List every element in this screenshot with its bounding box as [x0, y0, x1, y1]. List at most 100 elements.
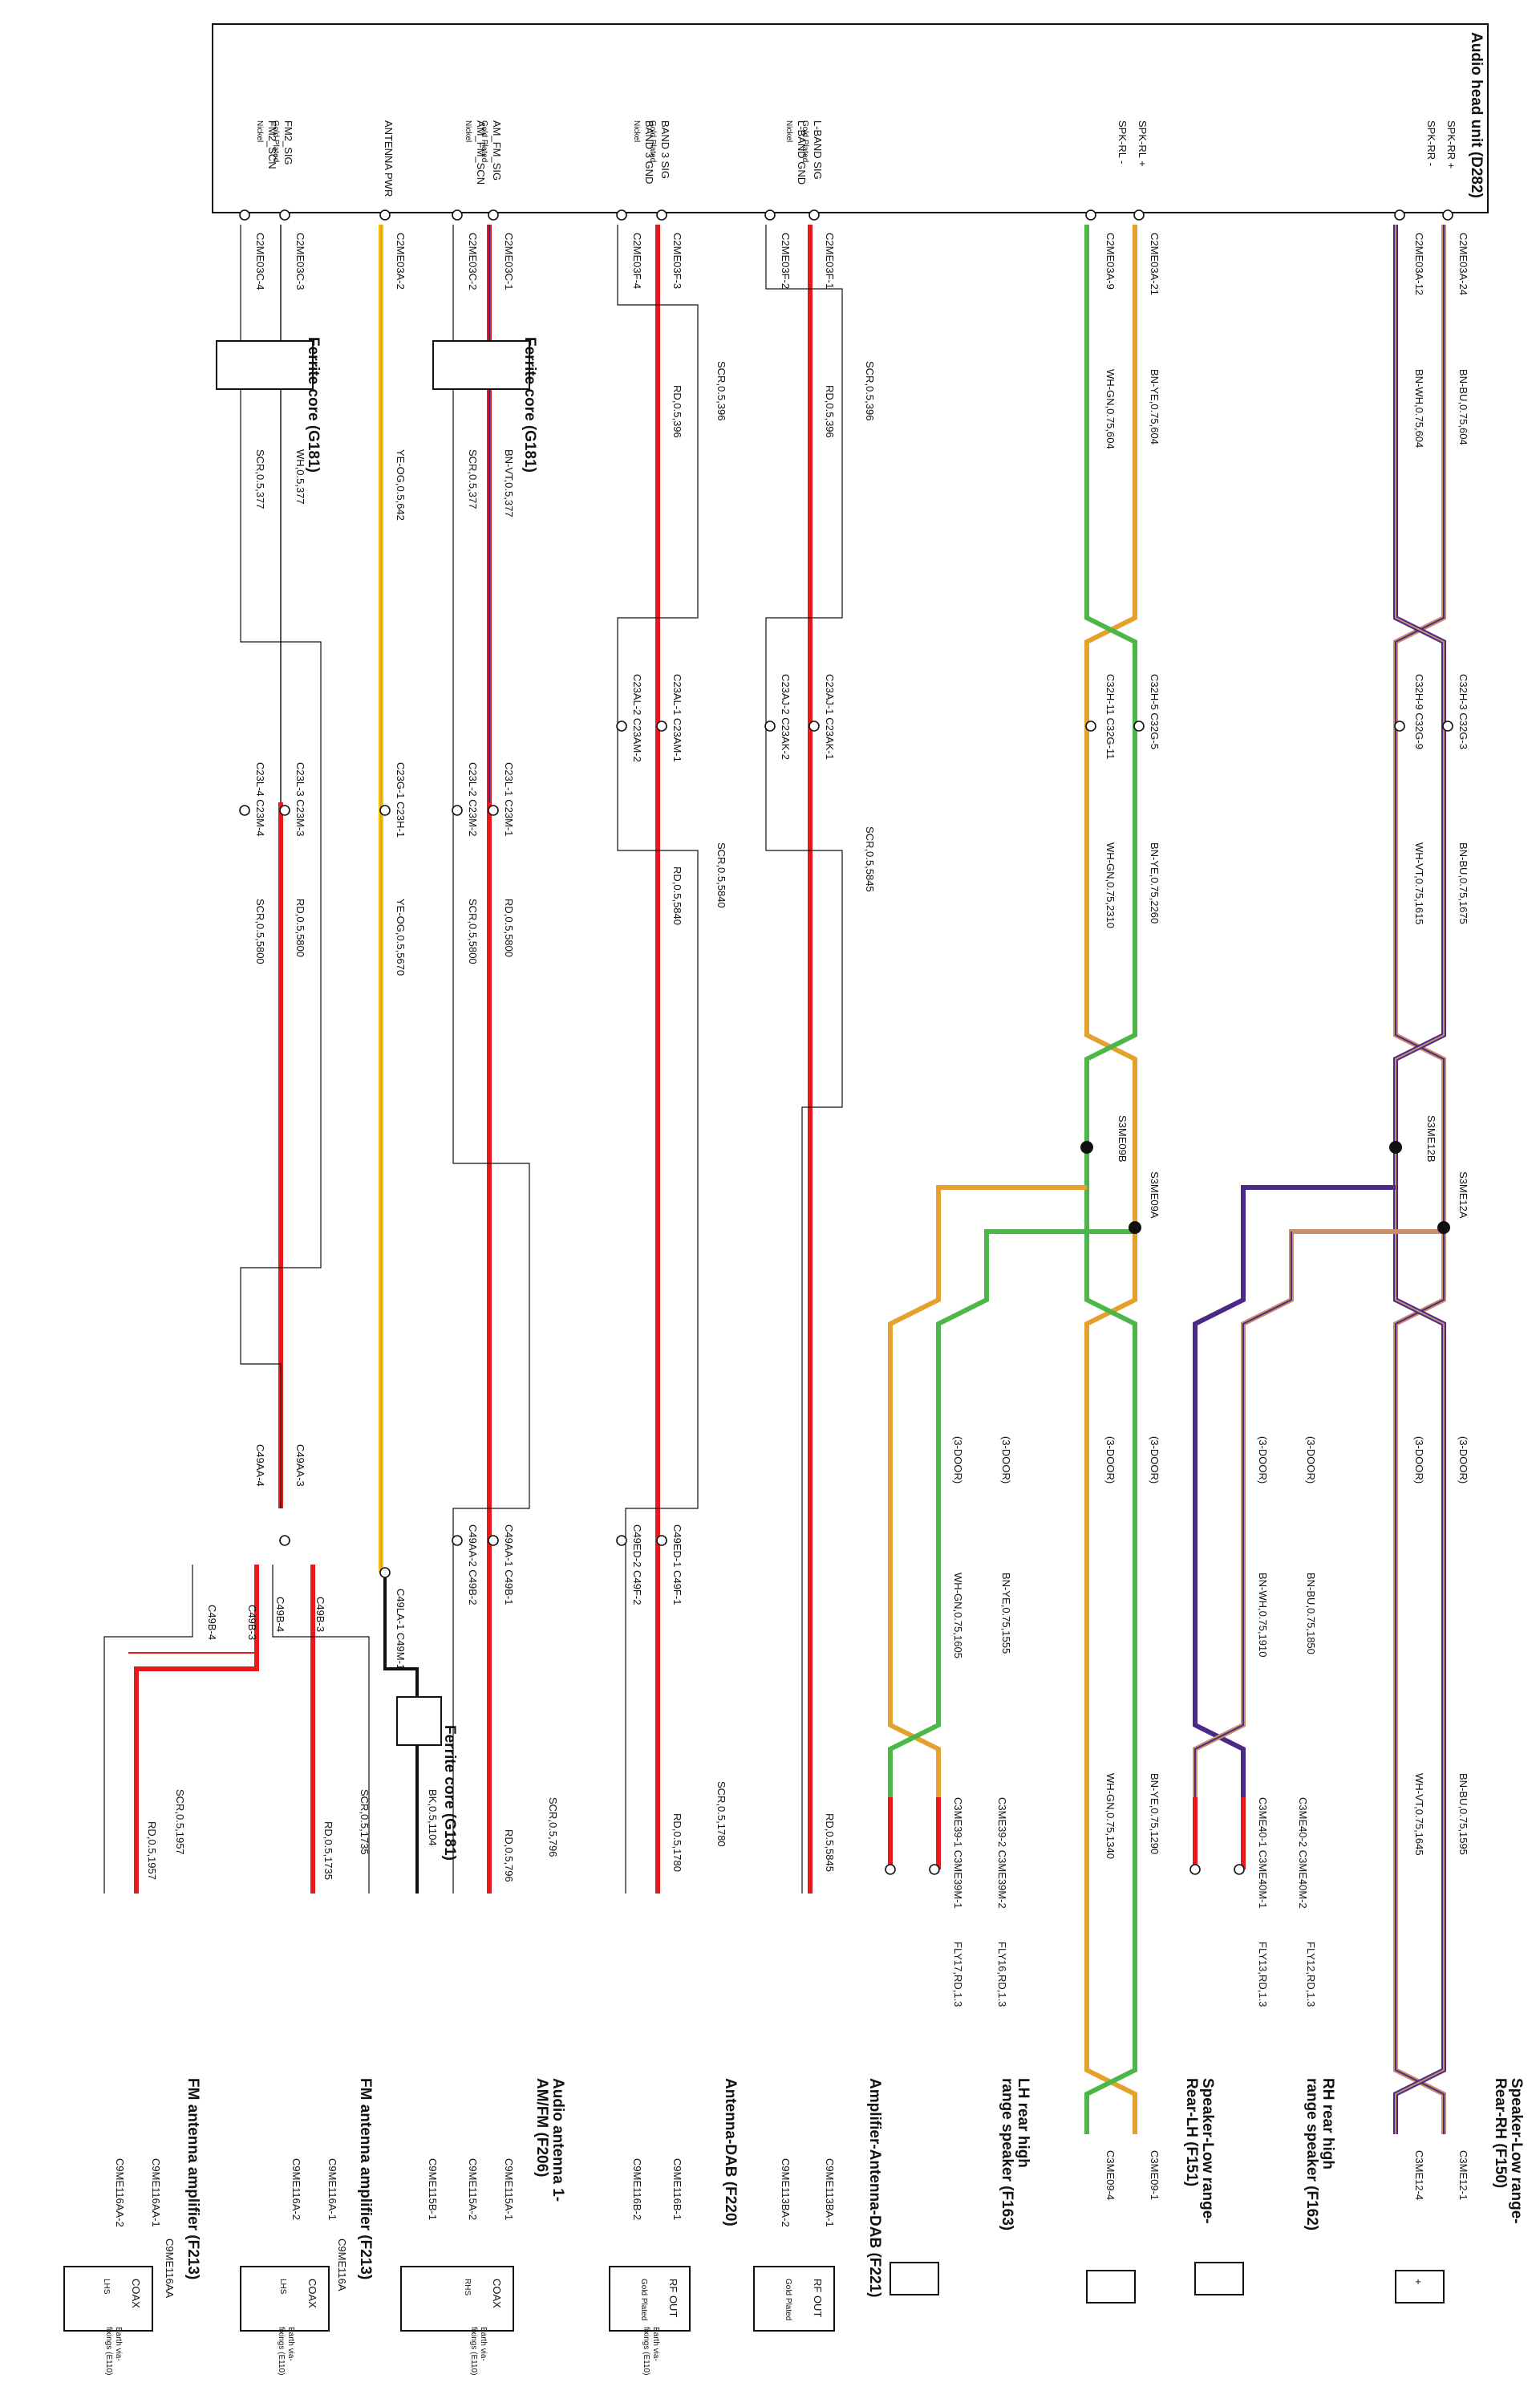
component-title: FM antenna amplifier (F213)	[357, 2078, 374, 2279]
connector-pin	[656, 720, 667, 732]
connector-pin	[1442, 209, 1453, 221]
amp-dab-box	[753, 2266, 835, 2332]
head-unit-pin-label: L-BAND SIG	[812, 120, 824, 180]
wire-label: C3ME12-1	[1457, 2150, 1469, 2200]
wire-label: SCR,0.5,796	[547, 1797, 559, 1857]
wire-label: C9ME116A-1	[326, 2158, 338, 2220]
connector-pin	[656, 1535, 667, 1546]
wire-label: C3ME12-4	[1413, 2150, 1425, 2200]
component-title: range speaker (F162)	[1303, 2078, 1320, 2230]
component-title: Speaker-Low range-	[1508, 2078, 1525, 2224]
wire-label: (3-DOOR)	[952, 1436, 964, 1484]
wire-label: C2ME03C-1	[503, 233, 515, 290]
wire-label: SCR,0.5,377	[467, 449, 479, 509]
wire-label: C23AL-1 C23AM-1	[671, 674, 683, 762]
wire-label: RD,0.5,5800	[294, 899, 306, 957]
wire-label: C2ME03A-12	[1413, 233, 1425, 295]
spk-high-rr-box	[1194, 2262, 1244, 2295]
wire-label: C3ME40-2 C3ME40M-2	[1297, 1797, 1309, 1909]
head-unit-title: Audio head unit (D282)	[1468, 32, 1485, 198]
wire-label: BN-WH,0.75,604	[1413, 369, 1425, 448]
connector-pin	[488, 805, 499, 816]
wire-label: C3ME09-1	[1149, 2150, 1161, 2200]
head-unit-pin-label: AM_FM_SCN	[475, 120, 487, 185]
fm-amp-2-box	[63, 2266, 153, 2332]
wire-label: (3-DOOR)	[1149, 1436, 1161, 1484]
wire-fm2	[103, 225, 370, 1894]
wire-label: C9ME116AA-1	[150, 2158, 162, 2227]
wire-layer	[103, 225, 1446, 2134]
wire-label: BN-YE,0.75,604	[1149, 369, 1161, 444]
wire-label: C9ME115A-1	[503, 2158, 515, 2220]
wire-label: C32H-11 C32G-11	[1104, 674, 1116, 759]
wire-label: C2ME03A-2	[395, 233, 407, 290]
connector-pin	[885, 1864, 896, 1875]
wire-label: WH-VT,0.75,1615	[1413, 842, 1425, 925]
wire-amfm	[452, 225, 530, 1894]
component-title: Speaker-Low range-	[1199, 2078, 1216, 2224]
wire-label: WH-GN,0.75,604	[1104, 369, 1116, 449]
connector-pin	[929, 1864, 940, 1875]
wire-label: C23AJ-1 C23AK-1	[824, 674, 836, 760]
wire-label: C9ME115A-2	[467, 2158, 479, 2220]
wire-band3	[617, 225, 699, 1894]
connector-pin	[488, 209, 499, 221]
connector-pin	[379, 805, 391, 816]
connector-pin	[1394, 209, 1405, 221]
connector-pin	[279, 1535, 290, 1546]
wire-label: S3ME09A	[1149, 1171, 1161, 1219]
wire-label: C2ME03C-4	[254, 233, 266, 290]
wire-lband	[765, 225, 843, 1894]
connector-pin	[452, 1535, 463, 1546]
wire-label: C49AA-2 C49B-2	[467, 1524, 479, 1605]
connector-pin	[452, 209, 463, 221]
wire-label: RD,0.5,5840	[671, 867, 683, 925]
wire-label: C3ME40-1 C3ME40M-1	[1257, 1797, 1269, 1909]
component-inner-label: LHS	[278, 2279, 287, 2295]
component-title: LH rear high	[1015, 2078, 1031, 2168]
fm-amp-1-box	[240, 2266, 330, 2332]
wire-label: S3ME12B	[1425, 1115, 1437, 1163]
component-inner-label: RF OUT	[812, 2279, 824, 2317]
ferrite-cores	[216, 340, 530, 1746]
component-inner-label: COAX	[130, 2279, 142, 2308]
connector-pin	[1442, 720, 1453, 732]
connector-pin	[379, 209, 391, 221]
ferrite-core-amfm	[432, 340, 530, 390]
connector-pin	[239, 209, 250, 221]
wire-label: C3ME39-1 C3ME39M-1	[952, 1797, 964, 1909]
wire-label: WH,0.5,377	[294, 449, 306, 505]
connector-pin	[279, 209, 290, 221]
head-unit-pin-label: SPK-RR +	[1445, 120, 1457, 168]
components: +	[63, 2262, 1445, 2332]
spk-low-rr-plus: +	[1412, 2279, 1424, 2285]
spk-high-rl-box	[890, 2262, 939, 2295]
ferrite-core-fm2	[216, 340, 314, 390]
earth-label: Earth via-	[286, 2327, 295, 2361]
head-unit-pin-label: Gold Plated	[648, 120, 657, 162]
wire-label: BN-BU,0.75,1595	[1457, 1773, 1469, 1855]
wire-label: C9ME113BA-2	[780, 2158, 792, 2227]
wire-label: SCR,0.5,396	[864, 361, 876, 420]
head-unit-pin-label: FM2_SCN	[266, 120, 278, 169]
component-inner-label: Gold Plated	[639, 2279, 648, 2320]
wire-label: YE-OG,0.5,642	[395, 449, 407, 521]
wire-label: C2ME03A-21	[1149, 233, 1161, 295]
wire-label: (3-DOOR)	[1000, 1436, 1012, 1484]
head-unit-pins: SPK-RR +SPK-RR -SPK-RL +SPK-RL -L-BAND S…	[255, 120, 1457, 197]
splice-dots	[1080, 1141, 1450, 1234]
earth-label: Earth via-	[651, 2327, 660, 2361]
component-inner-label: LHS	[102, 2279, 111, 2295]
wire-label: S3ME12A	[1457, 1171, 1469, 1219]
labels: C2ME03A-24C2ME03A-12C2ME03A-21C2ME03A-9C…	[102, 233, 1525, 2375]
wire-label: C2ME03F-2	[780, 233, 792, 289]
connector-pin	[616, 720, 627, 732]
wire-label: C2ME03C-3	[294, 233, 306, 290]
spk-low-rr-box	[1395, 2270, 1445, 2303]
wire-label: Ferrite core (G181)	[521, 337, 538, 473]
connector-pin	[616, 1535, 627, 1546]
wire-label: C9ME113BA-1	[824, 2158, 836, 2227]
wire-label: SCR,0.5,1957	[174, 1789, 186, 1855]
connector-pin	[1133, 720, 1145, 732]
